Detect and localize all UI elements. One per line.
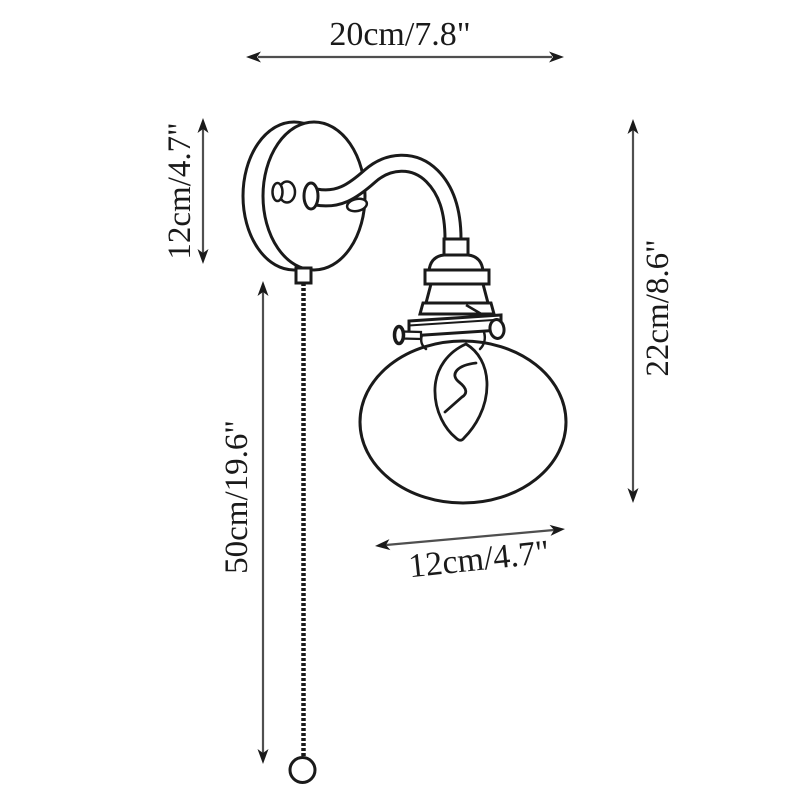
dimension-fixture-height: 22cm/8.6" <box>627 119 676 503</box>
gallery-ring-bevel <box>408 318 502 327</box>
shade-neck-right <box>478 330 487 351</box>
dimension-label-plate-height: 12cm/4.7" <box>162 122 198 259</box>
arm-base <box>302 181 320 211</box>
socket-cap <box>427 253 485 273</box>
arm-core <box>314 156 460 240</box>
dimension-shade-width: 12cm/4.7" <box>375 524 565 585</box>
filament-icon <box>443 361 478 414</box>
mounting-screw-cap <box>271 181 284 203</box>
thumbscrew-head <box>392 324 406 346</box>
arrowhead-down-icon <box>197 249 209 264</box>
arrowhead-up-icon <box>627 119 639 134</box>
dimension-line <box>385 528 555 547</box>
arrowhead-left-icon <box>246 51 261 63</box>
dimension-cord-length: 50cm/19.6" <box>219 281 269 764</box>
gallery-knob <box>488 318 506 340</box>
socket-skirt <box>418 301 496 316</box>
arrowhead-up-icon <box>197 118 209 133</box>
dimension-label-top-width: 20cm/7.8" <box>329 16 470 53</box>
dimension-label-fixture-height: 22cm/8.6" <box>640 239 676 376</box>
chain-connector <box>294 266 313 285</box>
socket-band <box>423 268 491 286</box>
arm-ferrule <box>345 197 369 213</box>
dimension-top-width: 20cm/7.8" <box>246 16 564 63</box>
socket-nipple <box>442 237 470 257</box>
arrowhead-up-icon <box>257 281 269 296</box>
arrowhead-right-icon <box>549 51 564 63</box>
arrowhead-right-icon <box>549 524 565 536</box>
dimension-label-cord-length: 50cm/19.6" <box>219 420 255 574</box>
arrowhead-left-icon <box>375 539 391 551</box>
wall-sconce <box>241 120 568 784</box>
pull-chain-ball <box>288 756 317 784</box>
arrowhead-down-icon <box>257 749 269 764</box>
arrowhead-down-icon <box>627 488 639 503</box>
bulb <box>433 342 489 442</box>
socket-body <box>424 282 490 305</box>
dimension-plate-height: 12cm/4.7" <box>162 118 209 264</box>
